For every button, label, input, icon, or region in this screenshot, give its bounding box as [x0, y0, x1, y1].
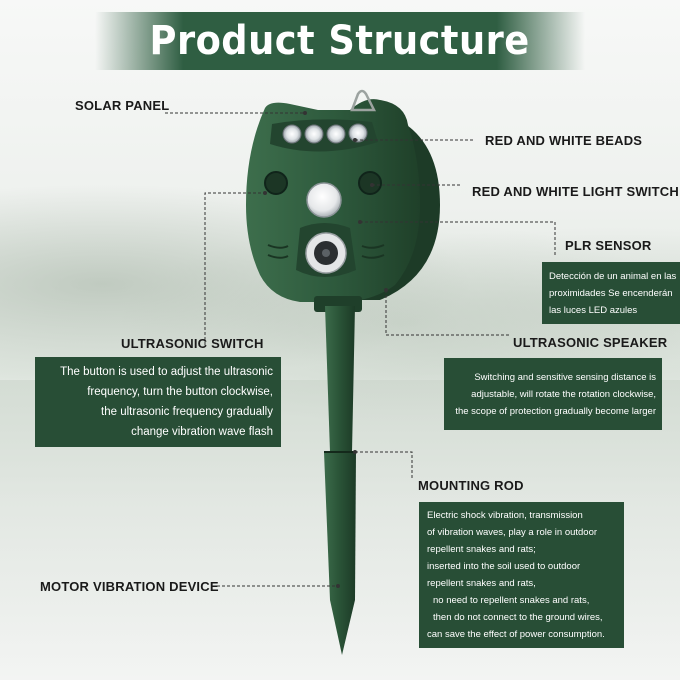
leader-dot-ultrasonic-switch — [263, 191, 267, 195]
description-line: repellent snakes and rats, — [427, 578, 536, 589]
description-line: of vibration waves, play a role in outdo… — [427, 527, 598, 538]
leader-plr — [360, 221, 556, 255]
description-line: change vibration wave flash — [131, 426, 273, 438]
description-line: then do not connect to the ground wires, — [433, 612, 603, 623]
label-mounting-rod: MOUNTING ROD — [418, 478, 524, 493]
description-line: adjustable, will rotate the rotation clo… — [471, 388, 656, 400]
knob-left — [264, 171, 288, 195]
label-ultrasonic-speaker: ULTRASONIC SPEAKER — [513, 335, 668, 350]
leader-dot-motor — [336, 584, 340, 588]
description-line: repellent snakes and rats; — [427, 544, 536, 555]
groove-right-2 — [361, 254, 385, 259]
leader-dot-speaker — [384, 288, 388, 292]
led-bead-1 — [282, 124, 302, 144]
led-bead-3 — [326, 124, 346, 144]
groove-left-1 — [267, 244, 289, 249]
description-line: inserted into the soil used to outdoor — [427, 561, 581, 572]
groove-right-1 — [361, 244, 385, 249]
description-line: Detección de un animal en las — [549, 270, 677, 282]
pir-sensor-dome — [306, 182, 342, 218]
description-line: las luces LED azules — [549, 304, 638, 316]
description-line: Electric shock vibration, transmission — [427, 510, 583, 521]
label-solar-panel: SOLAR PANEL — [75, 98, 170, 113]
description-line: the scope of protection gradually become… — [455, 405, 656, 417]
leader-mounting-rod — [355, 451, 413, 480]
speaker-center — [322, 249, 330, 257]
leader-ultrasonic-speaker — [385, 290, 510, 336]
label-red-white-light-switch: RED AND WHITE LIGHT SWITCH — [472, 184, 679, 199]
mounting-rod-lower — [324, 452, 356, 655]
description-line: no need to repellent snakes and rats, — [433, 595, 590, 606]
description-line: The button is used to adjust the ultraso… — [60, 366, 273, 378]
description-ultrasonic-switch: The button is used to adjust the ultraso… — [35, 357, 281, 447]
description-line: the ultrasonic frequency gradually — [101, 406, 273, 418]
description-line: Switching and sensitive sensing distance… — [474, 371, 656, 383]
label-plr-sensor: PLR SENSOR — [565, 238, 652, 253]
leader-dot-beads — [353, 138, 357, 142]
leader-dot-solar — [303, 111, 307, 115]
leader-dot-rod — [353, 450, 357, 454]
description-plr-sensor: Detección de un animal en las proximidad… — [542, 262, 680, 324]
leader-dot-switch — [370, 183, 374, 187]
leader-dot-plr — [358, 220, 362, 224]
label-motor-vibration-device: MOTOR VIBRATION DEVICE — [40, 579, 219, 594]
description-line: can save the effect of power consumption… — [427, 629, 605, 640]
hanger-loop — [350, 89, 377, 112]
groove-left-2 — [267, 254, 289, 259]
label-ultrasonic-switch: ULTRASONIC SWITCH — [121, 336, 264, 351]
description-mounting-rod: Electric shock vibration, transmission o… — [419, 502, 624, 648]
knob-right — [358, 171, 382, 195]
page-title: Product Structure — [149, 18, 531, 64]
leader-ultrasonic-switch — [204, 192, 265, 345]
label-red-white-beads: RED AND WHITE BEADS — [485, 133, 643, 148]
led-bead-2 — [304, 124, 324, 144]
led-bead-4 — [348, 123, 368, 143]
title-banner: Product Structure — [95, 12, 585, 70]
description-line: frequency, turn the button clockwise, — [87, 386, 273, 398]
description-line: proximidades Se encenderán — [549, 287, 673, 299]
mounting-rod-upper — [325, 306, 355, 452]
description-ultrasonic-speaker: Switching and sensitive sensing distance… — [444, 358, 662, 430]
